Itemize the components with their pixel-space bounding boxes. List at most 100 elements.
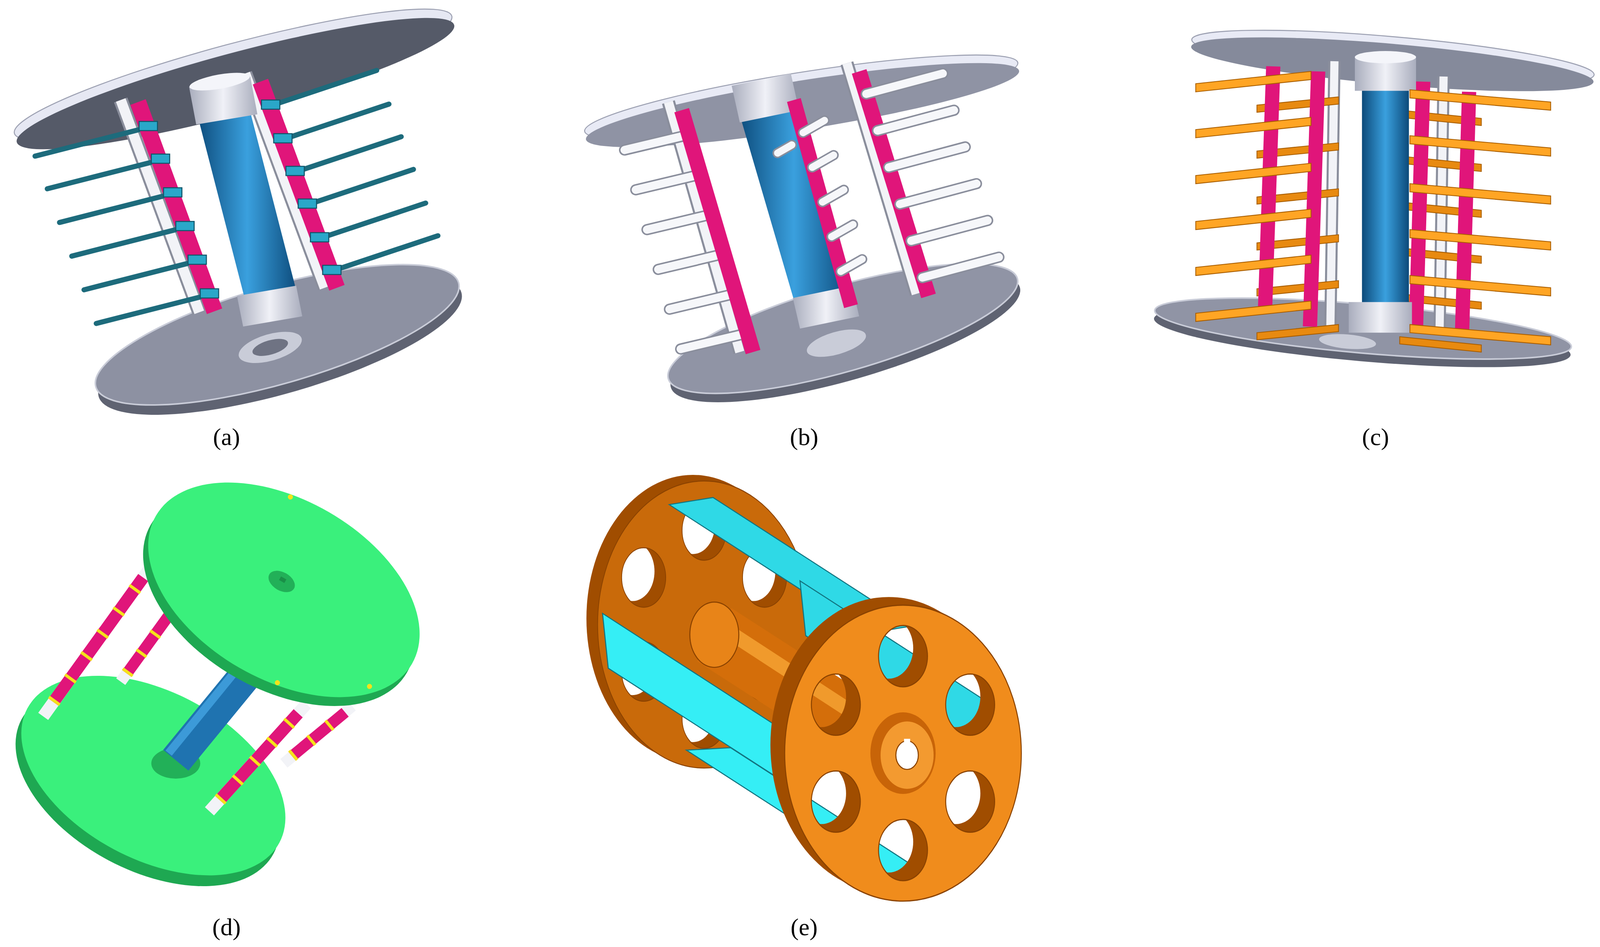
teal-rods-left-part [83, 261, 197, 290]
blades-front-part-part [1195, 71, 1311, 92]
blades-front-part-part [1409, 275, 1551, 296]
panel-label: (c) [1361, 423, 1389, 450]
hub-part [689, 601, 740, 667]
white-pegs-left-part-part [680, 333, 745, 349]
rotor-b [580, 38, 1032, 429]
white-pegs-middle-part-part [812, 154, 834, 168]
clips-left-part [163, 187, 183, 197]
magnet-bars-part [1461, 91, 1469, 337]
white-pegs-right-part-part [877, 110, 954, 131]
white-pegs-middle-part [777, 120, 863, 272]
front-wheel-part [784, 604, 1022, 901]
front-wheel [770, 596, 1022, 901]
shaft-part [1348, 302, 1412, 333]
bottom-plate-part [1318, 331, 1377, 352]
white-pegs-left-part-part [635, 174, 701, 190]
teal-rods-left-part [47, 160, 160, 189]
white-pegs-left-part-part [658, 253, 723, 270]
white-pegs-middle-part-part [840, 258, 863, 272]
blades-front-part-part [1409, 135, 1551, 157]
panel-label: (b) [789, 423, 819, 450]
white-pegs-middle-part-part [802, 120, 825, 133]
white-pegs-middle-part-part [812, 154, 834, 168]
white-pegs-right [866, 73, 1000, 278]
shaft-part [1361, 86, 1409, 306]
magnet-rods-part [126, 613, 170, 674]
shaft-part [1354, 50, 1417, 64]
white-pegs-right-part [866, 73, 1000, 278]
magnet-bars-part [1416, 81, 1424, 327]
teal-rods-left-part [96, 294, 209, 324]
white-pegs-right-part-part [888, 146, 966, 168]
top-plate-part [273, 678, 281, 687]
shaft-part [188, 69, 252, 95]
magnet-bar [859, 71, 929, 296]
support-rods [1330, 61, 1444, 335]
top-plate-part [365, 682, 374, 690]
white-pegs-right-part-part [866, 73, 943, 94]
white-pegs-right-part-part [888, 146, 966, 168]
shaft [731, 73, 860, 329]
magnet-bar [260, 81, 337, 288]
teal-rods-right-part [330, 235, 438, 272]
clips-right-part [273, 133, 293, 143]
top-plate-part [286, 493, 294, 501]
blades-back-part [1399, 336, 1482, 352]
white-pegs-middle-part-part [822, 189, 845, 203]
blades-front-part-part [1195, 300, 1311, 322]
blades-front-part-part [1409, 229, 1551, 250]
magnet-rods-part [292, 711, 346, 756]
white-pegs-middle-part-part [802, 120, 825, 133]
magnet-rods-part [292, 711, 346, 756]
front-wheel-part [870, 711, 936, 794]
magnet-rods-part [53, 577, 144, 702]
blades-front [1195, 71, 1551, 345]
magnet-bars-part [1265, 66, 1274, 308]
top-plate-part [278, 576, 287, 583]
support-rods [668, 63, 917, 352]
magnet-rods-part [283, 705, 353, 763]
shaft-part [731, 73, 800, 123]
blades-front-part-part [1195, 163, 1311, 184]
clips-right-part [285, 166, 305, 176]
rotor-d [0, 437, 457, 927]
white-pegs-right-part-part [911, 220, 988, 241]
rotor-c [1152, 19, 1597, 380]
bottom-plate-part [803, 323, 869, 363]
shaft-part [236, 285, 303, 327]
teal-rods-left-part [59, 193, 172, 223]
front-wheel-part [880, 720, 934, 789]
blades-back-part [1256, 324, 1339, 340]
clips-right-part [298, 198, 317, 208]
white-pegs-middle [777, 120, 863, 272]
white-pegs-right-part-part [922, 256, 1000, 278]
white-pegs-left-part-part [635, 174, 701, 190]
rotor-e [586, 474, 1022, 901]
clips-right-part [322, 265, 342, 275]
blades-front-part-part [1409, 324, 1551, 345]
teal-rods-right-part [282, 103, 390, 140]
shaft [1348, 50, 1417, 333]
clips-right [261, 100, 342, 275]
clips-right-part [261, 100, 281, 110]
panel-label: (a) [212, 423, 241, 450]
magnet-bar [681, 110, 754, 352]
top-plate-part [264, 566, 299, 597]
teal-rods-right-part [318, 202, 426, 239]
blades-front-part-part [1409, 183, 1551, 204]
white-pegs-middle-part-part [777, 144, 792, 153]
white-pegs-middle-part-part [831, 224, 854, 237]
magnet-bars-part [1310, 71, 1319, 327]
clips-left-part [139, 121, 158, 131]
white-pegs-middle-part-part [840, 258, 863, 272]
shaft [188, 69, 303, 327]
white-pegs-right-part-part [866, 73, 943, 94]
teal-rods-right-part [306, 169, 414, 206]
white-pegs-right-part-part [899, 183, 977, 204]
white-pegs-left-part-part [669, 293, 734, 310]
white-pegs-left-part-part [624, 134, 689, 150]
blades-front-part-part [1409, 89, 1551, 111]
white-pegs-left-part-part [658, 253, 723, 270]
teal-rods-right-part [294, 136, 402, 173]
